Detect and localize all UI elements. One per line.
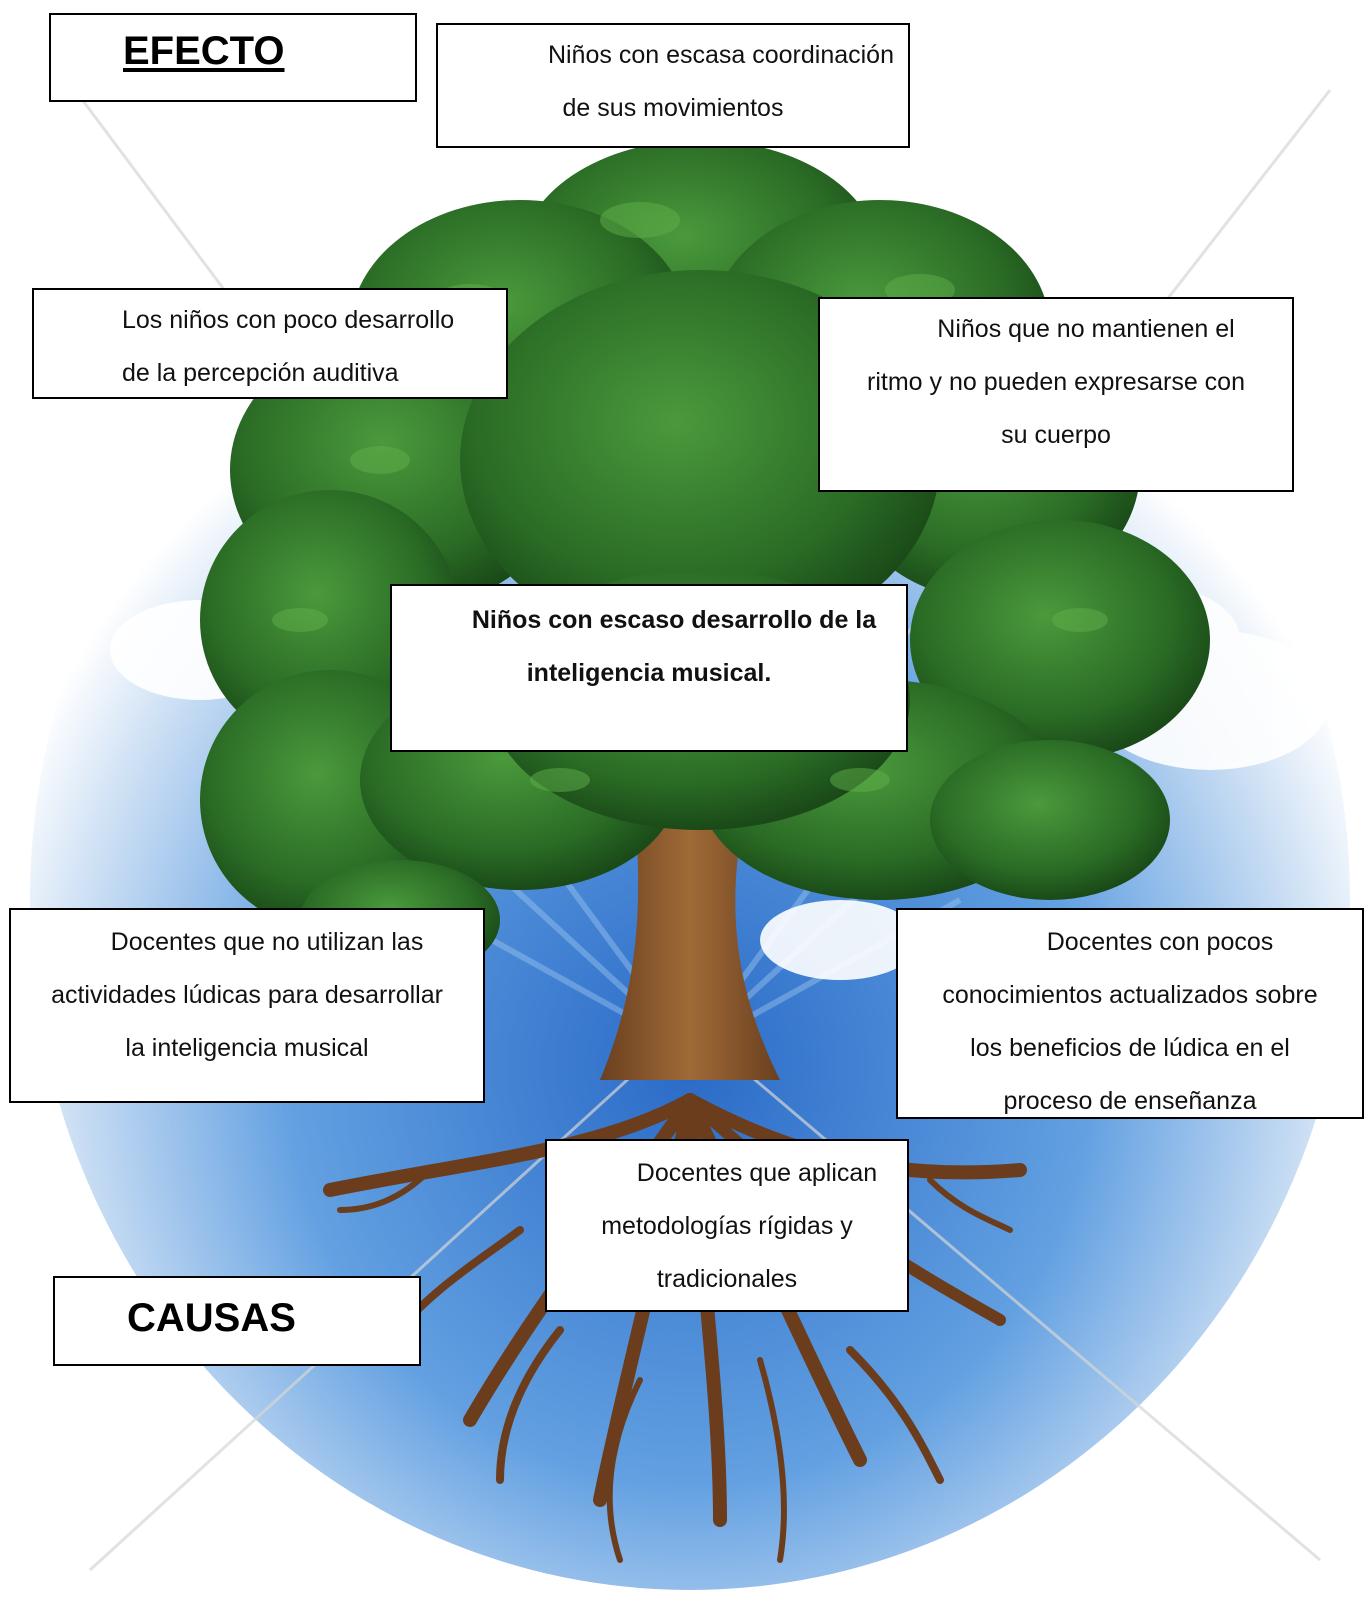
effect-text-line: de la percepción auditiva (122, 359, 399, 387)
effect-box-coordination: Niños con escasa coordinación de sus mov… (436, 23, 910, 148)
effect-box-rhythm: Niños que no mantienen el ritmo y no pue… (818, 297, 1294, 492)
cause-box-ludic-activities: Docentes que no utilizan las actividades… (9, 908, 485, 1103)
effect-text-line: ritmo y no pueden expresarse con (867, 368, 1245, 396)
problem-text-line: Niños con escaso desarrollo de la (471, 606, 877, 634)
cause-text-line: conocimientos actualizados sobre (942, 981, 1318, 1009)
efecto-label: EFECTO (123, 29, 285, 73)
efecto-heading: EFECTO (49, 13, 417, 102)
effect-box-auditory: Los niños con poco desarrollo de la perc… (32, 288, 508, 399)
effect-text-line: Los niños con poco desarrollo (122, 306, 455, 334)
causas-heading: CAUSAS (53, 1276, 421, 1366)
effect-text-line: Niños con escasa coordinación (547, 41, 894, 69)
cause-text-line: la inteligencia musical (125, 1034, 369, 1062)
cause-text-line: actividades lúdicas para desarrollar (51, 981, 443, 1009)
cause-text-line: metodologías rígidas y (601, 1212, 853, 1240)
cause-text-line: Docentes que no utilizan las (110, 928, 424, 956)
cause-text-line: proceso de enseñanza (1003, 1087, 1257, 1115)
effect-text-line: su cuerpo (1001, 421, 1111, 449)
central-problem-box: Niños con escaso desarrollo de la inteli… (390, 584, 908, 752)
cause-text-line: Docentes con pocos (1046, 928, 1274, 956)
cause-box-knowledge: Docentes con pocos conocimientos actuali… (896, 908, 1364, 1119)
problem-text-line: inteligencia musical. (526, 659, 772, 687)
causas-label: CAUSAS (127, 1296, 296, 1340)
effect-text-line: de sus movimientos (562, 94, 784, 122)
cause-text-line: Docentes que aplican (636, 1159, 878, 1187)
cause-text-line: tradicionales (656, 1265, 798, 1293)
effect-text-line: Niños que no mantienen el (937, 315, 1235, 343)
cause-text-line: los beneficios de lúdica en el (970, 1034, 1290, 1062)
cause-box-rigid-methods: Docentes que aplican metodologías rígida… (545, 1139, 909, 1312)
